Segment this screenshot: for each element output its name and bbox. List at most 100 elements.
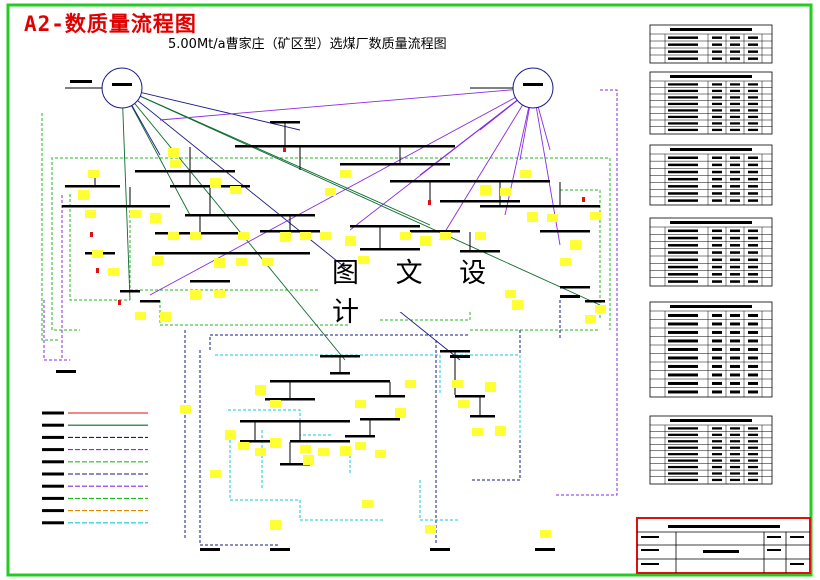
data-tag [570, 240, 581, 250]
table-cell-text [712, 446, 722, 449]
table-cell-text [748, 347, 758, 351]
line-legend [42, 411, 148, 525]
data-tag [318, 448, 329, 456]
sheet-title: A2-数质量流程图 [24, 12, 197, 36]
process-bar [62, 205, 122, 208]
data-tag [92, 250, 103, 258]
route-line [199, 350, 280, 546]
table-cell-text [712, 199, 722, 202]
table-cell-text [712, 433, 722, 436]
flow-line [149, 87, 534, 296]
table-cell-text [712, 128, 722, 132]
table-cell-text [712, 453, 722, 456]
table-cell-text [730, 177, 740, 181]
table-cell-text [748, 50, 758, 53]
table-cell-text [730, 36, 740, 39]
table-cell-text [668, 258, 698, 262]
table-cell-text [712, 339, 722, 343]
table-cell-text [712, 313, 722, 317]
data-tag [168, 232, 179, 240]
table-cell-text [730, 339, 740, 343]
route-line [470, 330, 521, 481]
data-tag [210, 470, 221, 478]
red-mark [283, 147, 286, 152]
process-bar [200, 252, 270, 255]
route-line [229, 440, 385, 521]
product-bar [56, 370, 76, 373]
title-block [636, 517, 811, 574]
table-cell-text [668, 83, 698, 86]
table-cell-text [730, 83, 740, 86]
table-cell-text [730, 170, 740, 174]
table-cell-text [712, 236, 722, 240]
table-cell-text [748, 57, 758, 60]
process-bar [390, 180, 550, 183]
route-line [419, 480, 460, 521]
hub-circle [512, 67, 554, 109]
table-cell-text [712, 102, 722, 106]
table-cell-text [748, 229, 758, 233]
process-bar [135, 170, 235, 173]
table-cell-text [668, 156, 698, 159]
table-cell-text [748, 177, 758, 181]
table-cell-text [668, 465, 698, 469]
table-cell-text [668, 236, 698, 240]
process-bar [540, 230, 590, 233]
table-cell-text [712, 244, 722, 247]
table-cell-text [748, 102, 758, 106]
table-cell-text [712, 459, 722, 462]
process-bar [585, 300, 605, 303]
table-cell-text [748, 115, 758, 119]
data-tag [340, 170, 351, 178]
data-tag [362, 500, 373, 508]
product-bar [430, 548, 450, 551]
data-tag [340, 446, 351, 456]
data-tag [325, 188, 336, 196]
table-cell-text [748, 273, 758, 276]
process-bar [235, 145, 455, 148]
data-tag [355, 400, 366, 408]
product-bar [535, 548, 555, 551]
process-bar [190, 280, 230, 283]
table-cell-text [712, 83, 722, 86]
table-cell-text [730, 185, 740, 188]
data-tag [225, 430, 236, 440]
table-cell-text [712, 43, 722, 46]
legend-label-bar [42, 484, 64, 488]
data-tag [170, 160, 181, 168]
table-cell-text [748, 373, 758, 377]
product-bar [200, 548, 220, 551]
table-cell-text [668, 244, 698, 247]
table-cell-text [730, 57, 740, 60]
table-cell-text [748, 465, 758, 469]
data-tag [405, 380, 416, 388]
hub-label-bar [112, 83, 132, 86]
process-bar [265, 398, 315, 401]
table-cell-text [730, 381, 740, 385]
table-cell-text [730, 244, 740, 247]
data-tag [500, 188, 511, 196]
data-tag [527, 212, 538, 222]
table-cell-text [712, 50, 722, 53]
table-cell-text [668, 96, 698, 99]
table-cell-text [730, 427, 740, 430]
table-cell-text [730, 122, 740, 125]
table-cell-text [712, 440, 722, 443]
route-line [228, 409, 333, 436]
table-cell-text [730, 330, 740, 334]
process-bar [360, 418, 400, 421]
table-cell-text [730, 199, 740, 202]
table-cell-text [748, 185, 758, 188]
data-tag [345, 236, 356, 246]
table-cell-text [668, 170, 698, 174]
table-cell-text [748, 83, 758, 86]
hub-label-bar [523, 83, 543, 86]
table-cell-text [712, 373, 722, 377]
table-cell-text [712, 478, 722, 482]
data-tag [230, 186, 241, 194]
flow-line [121, 87, 601, 306]
process-bar [290, 440, 350, 443]
flow-line [121, 87, 191, 216]
sheet-border [6, 3, 813, 577]
process-bar [140, 300, 160, 303]
